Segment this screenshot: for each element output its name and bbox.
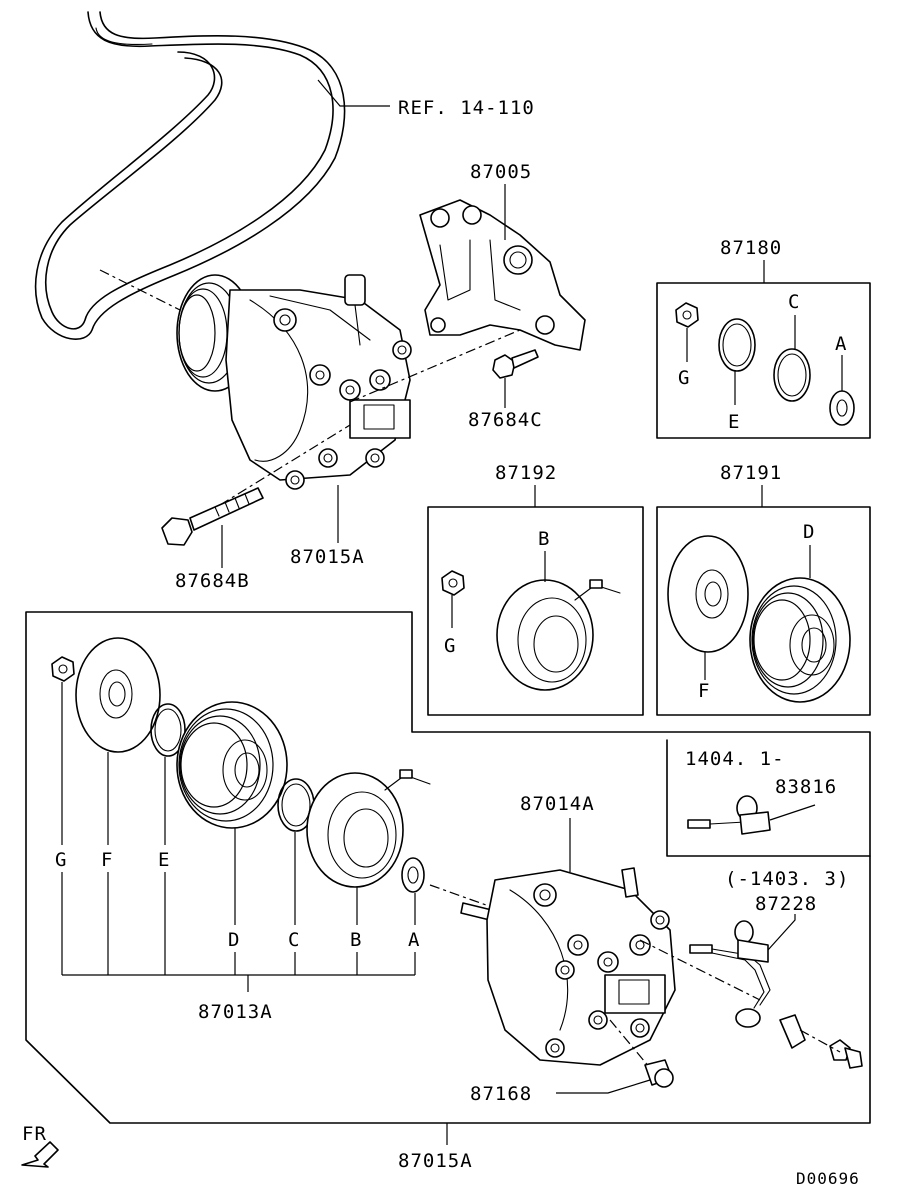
kit-87191-label: 87191: [720, 462, 782, 484]
fr-arrow-icon: [21, 1141, 59, 1168]
diagram-code: D00696: [796, 1169, 860, 1187]
kit-87191-pulley[interactable]: [749, 577, 851, 703]
kit-87180-shim-a[interactable]: [829, 390, 855, 426]
sensor-old-label: 87228: [755, 893, 817, 915]
clutch-a-label: A: [408, 929, 420, 951]
kit-87191-box: [656, 506, 871, 716]
clutch-shim-a[interactable]: [401, 857, 425, 893]
kit-87192-box: [427, 506, 644, 716]
compressor-bottom-label: 87015A: [398, 1150, 473, 1172]
clutch-pulley-d[interactable]: [176, 701, 288, 829]
pressure-sensor-old[interactable]: [689, 920, 863, 1069]
relief-valve[interactable]: [644, 1059, 674, 1088]
clutch-f-label: F: [101, 849, 113, 871]
kit-87180-snap-ring-c[interactable]: [773, 348, 811, 402]
compressor-bracket[interactable]: [419, 199, 586, 351]
clutch-armature-f[interactable]: [75, 637, 161, 753]
compressor-body[interactable]: [460, 867, 676, 1066]
bracket-bolt[interactable]: [492, 349, 539, 379]
kit-87180-nut[interactable]: [675, 302, 699, 328]
kit-87192-g-label: G: [444, 635, 456, 657]
kit-87192-nut[interactable]: [441, 570, 465, 596]
kit-87191-armature-plate[interactable]: [667, 535, 749, 653]
ref-belt-label: REF. 14-110: [398, 97, 535, 119]
compressor-mount-bolt[interactable]: [161, 487, 264, 546]
clutch-snap-ring-e[interactable]: [150, 703, 186, 757]
pressure-sensor-new[interactable]: [687, 795, 771, 835]
kit-87192-b-label: B: [538, 528, 550, 550]
centerline-bracket: [349, 329, 521, 403]
compressor-bolt-label: 87684B: [175, 570, 250, 592]
compressor-top-assembly[interactable]: [176, 274, 412, 490]
kit-87180-label: 87180: [720, 237, 782, 259]
clutch-field-coil-b[interactable]: [306, 769, 431, 888]
kit-87180-a-label: A: [835, 333, 847, 355]
clutch-leaders: [61, 682, 416, 992]
kit-87192-field-coil[interactable]: [496, 579, 621, 691]
kit-87180-box: [656, 282, 871, 439]
fr-label: FR: [22, 1123, 47, 1145]
clutch-c-label: C: [288, 929, 300, 951]
relief-valve-leader: [556, 1079, 651, 1094]
clutch-d-label: D: [228, 929, 240, 951]
compressor-top-label: 87015A: [290, 546, 365, 568]
date-to-label: (-1403. 3): [725, 868, 849, 890]
kit-87180-c-label: C: [788, 291, 800, 313]
clutch-g-label: G: [55, 849, 67, 871]
kit-87191-d-label: D: [803, 521, 815, 543]
clutch-nut-g[interactable]: [51, 656, 75, 682]
relief-valve-label: 87168: [470, 1083, 532, 1105]
sensor-inset-frame: [666, 739, 871, 857]
date-from-label: 1404. 1-: [685, 748, 785, 770]
ref-belt-leader: [317, 79, 390, 107]
kit-87180-snap-ring-e[interactable]: [718, 318, 756, 372]
centerline-sensor: [639, 939, 761, 1001]
clutch-e-label: E: [158, 849, 170, 871]
sensor-new-leader: [769, 804, 816, 821]
clutch-assy-label: 87013A: [198, 1001, 273, 1023]
sensor-new-label: 83816: [775, 776, 837, 798]
bracket-label: 87005: [470, 161, 532, 183]
compressor-body-label: 87014A: [520, 793, 595, 815]
compressor-assy-frame: [25, 611, 871, 1124]
centerline-bolt: [219, 424, 351, 506]
centerline-screw: [799, 1029, 841, 1053]
bracket-bolt-label: 87684C: [468, 409, 543, 431]
kit-87180-g-label: G: [678, 367, 690, 389]
kit-87191-f-label: F: [698, 680, 710, 702]
sensor-old-leader: [767, 914, 796, 951]
clutch-b-label: B: [350, 929, 362, 951]
kit-87180-e-label: E: [728, 411, 740, 433]
centerline-body: [429, 884, 501, 911]
kit-87192-label: 87192: [495, 462, 557, 484]
centerline-top: [99, 269, 181, 311]
